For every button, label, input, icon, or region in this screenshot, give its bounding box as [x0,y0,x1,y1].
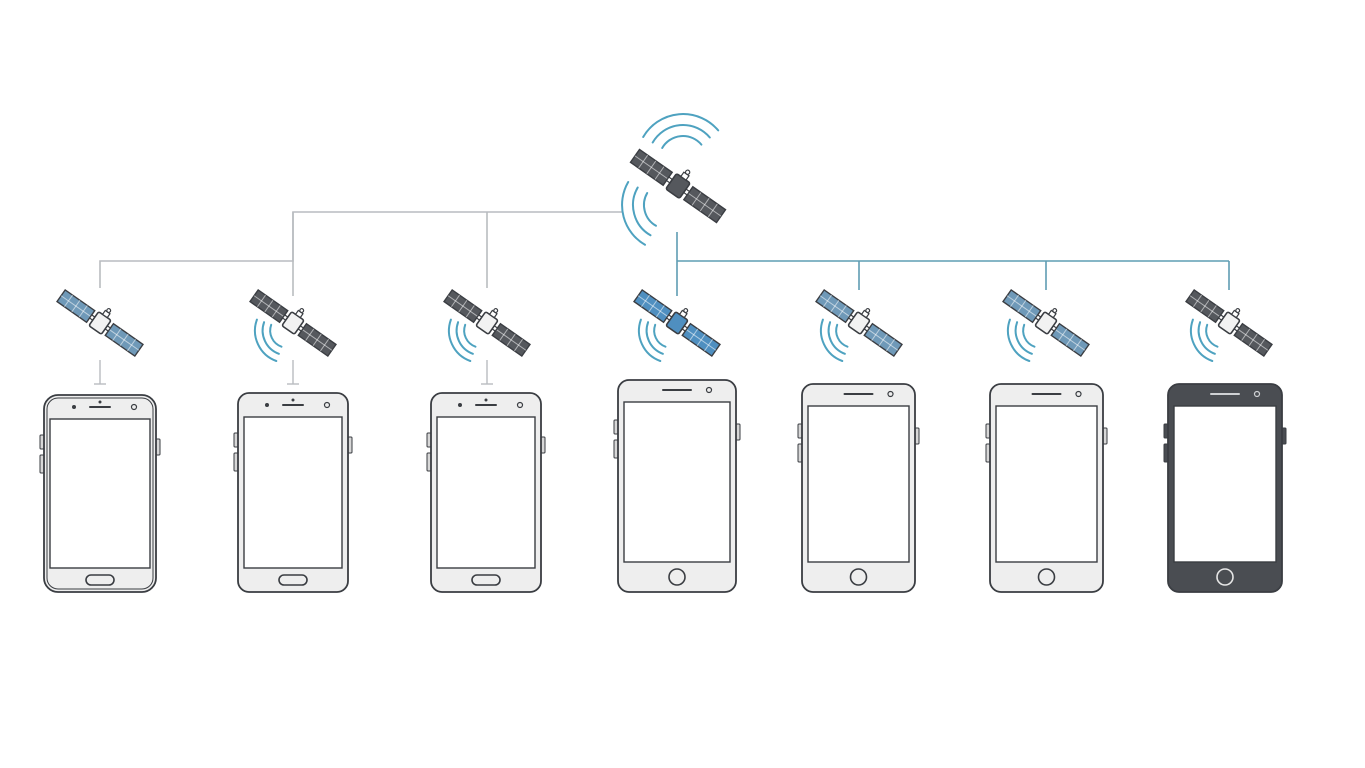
camera-icon [265,403,269,407]
phone-screen [436,416,536,569]
camera-icon [1253,390,1261,398]
phone-screen [243,416,343,569]
satellite-icon [443,288,531,362]
signal-waves-icon [638,318,667,362]
home-button [668,568,686,586]
camera-icon [323,401,331,409]
camera-icon [516,401,524,409]
satellite-icon [249,288,337,362]
satellite-icon [815,288,903,362]
home-button [278,574,308,586]
solar-panel-icon [1185,288,1225,324]
device-branch [985,288,1108,593]
smartphone-icon [985,383,1108,593]
solar-panel-icon [104,322,144,358]
hub-satellite [621,113,727,246]
solar-panel-icon [249,288,289,324]
solar-panel-icon [633,288,673,324]
phone-screen [49,418,151,569]
camera-icon [1075,390,1082,398]
signal-waves-icon [621,113,720,246]
home-button [471,574,501,586]
camera-icon [887,390,894,398]
solar-panel-icon [443,288,483,324]
signal-waves-icon [448,318,477,362]
home-button [1216,568,1234,586]
device-branches [39,288,1287,593]
phone-screen [807,405,910,563]
solar-panel-icon [681,322,721,358]
camera-icon [458,403,462,407]
signal-waves-icon [254,318,283,362]
camera-icon [130,403,138,411]
satellite-icon [633,288,721,362]
phone-screen [623,401,731,563]
camera-icon [705,386,713,394]
device-branch [1163,288,1287,593]
solar-panel-icon [1002,288,1042,324]
phone-screen [1173,405,1277,563]
gray-trunk-line [99,211,622,288]
home-button [85,574,115,586]
signal-waves-icon [1190,318,1219,362]
signal-waves-icon [1007,318,1036,362]
solar-panel-icon [815,288,855,324]
phone-screen [995,405,1098,563]
smartphone-icon [797,383,920,593]
device-branch [613,288,741,593]
home-button [849,568,868,586]
solar-panel-icon [682,185,727,224]
smartphone-icon [233,392,353,593]
solar-panel-icon [491,322,531,358]
camera-icon [72,405,76,409]
device-branch [233,288,353,593]
smartphone-icon [426,392,546,593]
device-branch [39,288,161,593]
satellite-icon [56,288,144,358]
smartphone-icon [613,379,741,593]
solar-panel-icon [1050,322,1090,358]
solar-panel-icon [1233,322,1273,358]
solar-panel-icon [297,322,337,358]
satellite-icon [1002,288,1090,362]
hub-satellite-icon [629,148,727,224]
teal-trunk-line [676,232,1229,296]
solar-panel-icon [56,288,96,324]
device-branch [797,288,920,593]
solar-panel-icon [629,148,674,187]
solar-panel-icon [863,322,903,358]
device-branch [426,288,546,593]
home-button [1037,568,1056,586]
smartphone-icon [1163,383,1287,593]
connector-lines [94,211,1230,385]
signal-waves-icon [820,318,849,362]
smartphone-icon [39,394,161,593]
satellite-icon [1185,288,1273,362]
